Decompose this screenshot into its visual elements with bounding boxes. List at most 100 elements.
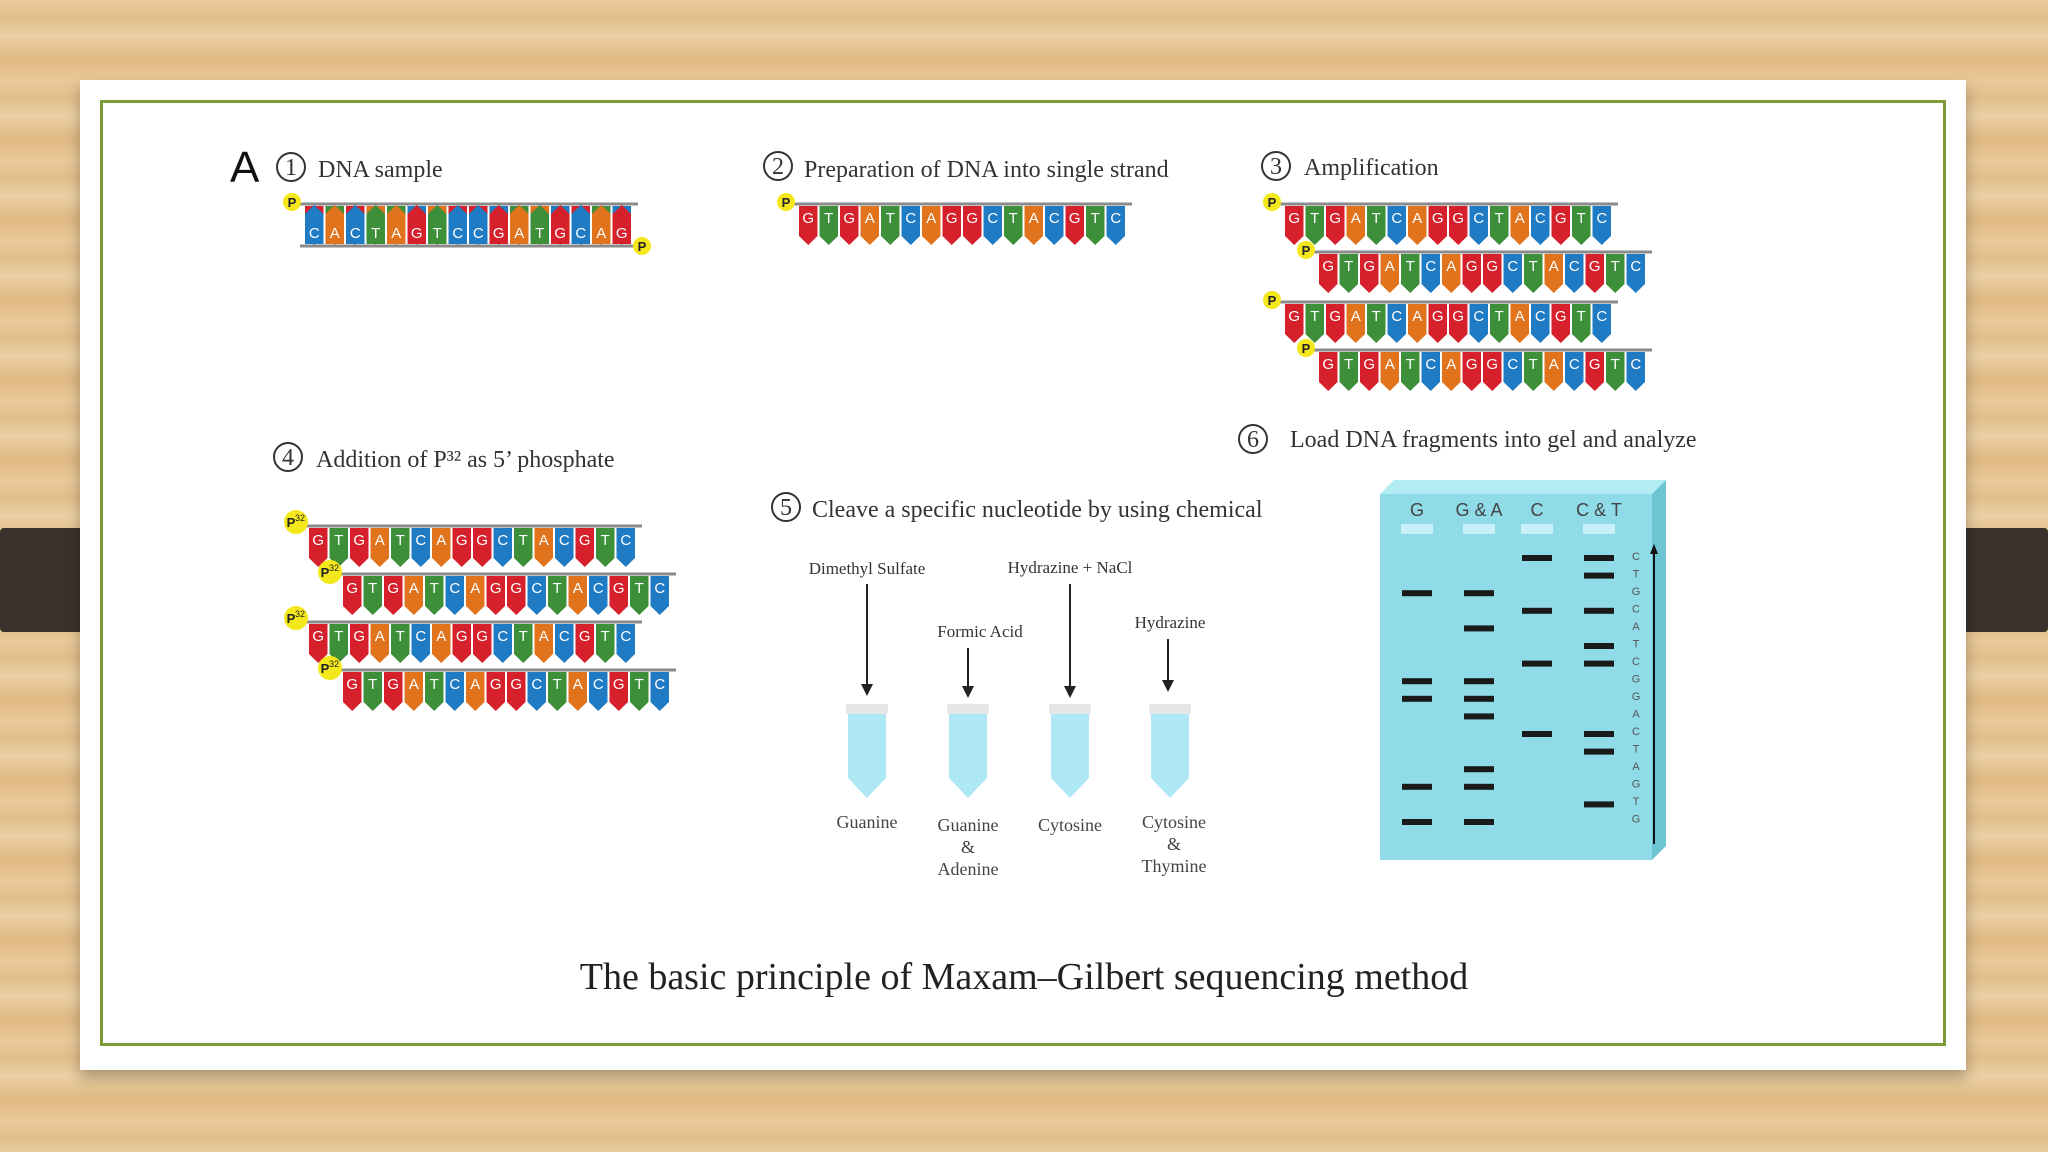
nucleotide-letter: G [1589, 258, 1601, 275]
nucleotide-G [1483, 352, 1502, 391]
nucleotide-A [592, 205, 611, 244]
nucleotide-letter: A [436, 532, 446, 549]
nucleotide-letter: T [1091, 210, 1100, 227]
nucleotide-G [309, 624, 328, 663]
step-5-heading: 5 Cleave a specific nucleotide by using … [771, 492, 1263, 523]
nucleotide-letter: T [396, 628, 405, 645]
nucleotide-letter: T [1577, 308, 1586, 325]
read-direction-arrowhead [1650, 544, 1658, 554]
nucleotide-letter: C [559, 532, 570, 549]
nucleotide-letter: C [1507, 258, 1518, 275]
nucleotide-G [942, 206, 961, 245]
arrow-head [1162, 680, 1174, 692]
phosphate-label: P [1302, 243, 1311, 258]
phosphate-label: P [321, 565, 330, 580]
reagent-dimethyl-sulfate: Dimethyl Sulfate [809, 559, 925, 696]
nucleotide-letter: G [510, 676, 522, 693]
nucleotide-letter: G [1329, 210, 1341, 227]
reagent-hydrazine: Hydrazine [1135, 613, 1205, 692]
nucleotide-letter: C [473, 225, 484, 242]
tube-body [848, 714, 886, 798]
nucleotide-letter: C [1596, 308, 1607, 325]
reagent-formic-acid: Formic Acid [937, 622, 1023, 698]
nucleotide-C [1592, 206, 1611, 245]
nucleotide-C [1592, 304, 1611, 343]
p32-phosphate-marker [284, 510, 308, 534]
nucleotide-T [596, 528, 615, 567]
nucleotide-letter: G [1069, 210, 1081, 227]
gel-wells [1401, 524, 1615, 534]
step-number: 2 [772, 154, 784, 180]
nucleotide-A [325, 205, 344, 244]
nucleotide-letter: A [470, 676, 480, 693]
nucleotide-G [609, 672, 628, 711]
step-number: 6 [1247, 427, 1259, 453]
nucleotide-A [1024, 206, 1043, 245]
nucleotide-G [1462, 254, 1481, 293]
gel-band [1464, 819, 1494, 825]
readout-base: A [1632, 621, 1640, 633]
nucleotide-letter: C [905, 210, 916, 227]
step-number-circle [1261, 151, 1291, 181]
reagent-hydrazine-nacl: Hydrazine + NaCl [1008, 558, 1133, 698]
nucleotide-letter: A [573, 580, 583, 597]
nucleotide-letter: A [375, 532, 385, 549]
phosphate-label: P [287, 611, 296, 626]
nucleotide-G [343, 576, 362, 615]
nucleotide-letter: G [353, 532, 365, 549]
nucleotide-G [609, 576, 628, 615]
nucleotide-letter: G [1466, 258, 1478, 275]
nucleotide-letter: T [1406, 258, 1415, 275]
nucleotide-letter: G [476, 628, 488, 645]
gel-band [1464, 695, 1494, 702]
nucleotide-letter: C [1425, 258, 1436, 275]
nucleotide-letter: T [601, 628, 610, 645]
readout-base: C [1632, 551, 1640, 563]
gel-band [1464, 678, 1494, 685]
nucleotide-letter: G [616, 225, 628, 242]
nucleotide-A [432, 624, 451, 663]
nucleotide-A [404, 576, 423, 615]
step-label: Amplification [1304, 155, 1439, 181]
gel-band [1522, 660, 1552, 667]
readout-base: T [1633, 639, 1640, 651]
phosphate-marker [1263, 291, 1281, 309]
nucleotide-A [1380, 254, 1399, 293]
nucleotide-G [1326, 206, 1345, 245]
gel-band [1584, 555, 1614, 561]
step-number-circle [273, 442, 303, 472]
gel-band [1584, 731, 1614, 737]
nucleotide-letter: C [497, 532, 508, 549]
gel-lane-label: C & T [1576, 500, 1622, 520]
nucleotide-G [551, 205, 570, 244]
nucleotide-letter: G [1363, 356, 1375, 373]
nucleotide-letter: G [1432, 308, 1444, 325]
nucleotide-G [840, 206, 859, 245]
nucleotide-A [534, 624, 553, 663]
readout-base: T [1633, 796, 1640, 808]
nucleotide-T [1572, 304, 1591, 343]
phosphate-label: P [782, 195, 791, 210]
nucleotide-letter: C [593, 676, 604, 693]
gel-well [1583, 524, 1615, 534]
tube-cap [846, 704, 888, 714]
nucleotide-letter: G [353, 628, 365, 645]
phosphate-label: P [1268, 195, 1277, 210]
nucleotide-G [1462, 352, 1481, 391]
nucleotide-letter: T [1344, 356, 1353, 373]
nucleotide-T [366, 205, 385, 244]
phosphate-label: P [287, 515, 296, 530]
nucleotide-T [425, 576, 444, 615]
gel-band [1522, 731, 1552, 737]
nucleotide-T [514, 528, 533, 567]
nucleotide-T [530, 205, 549, 244]
readout-base: C [1632, 656, 1640, 668]
nucleotide-letter: A [436, 628, 446, 645]
nucleotide-G [1285, 206, 1304, 245]
nucleotide-letter: G [579, 628, 591, 645]
nucleotide-letter: G [1486, 258, 1498, 275]
step-number-circle [763, 151, 793, 181]
